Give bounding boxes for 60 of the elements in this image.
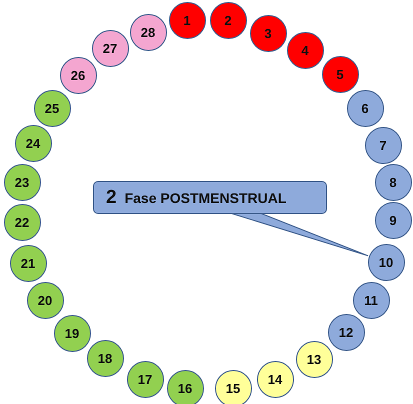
day-number: 7 <box>379 138 387 152</box>
phase-label: Fase POSTMENSTRUAL <box>124 190 286 206</box>
day-number: 1 <box>183 12 191 28</box>
day-number: 4 <box>301 42 309 58</box>
day-number: 16 <box>178 380 192 396</box>
day-circle <box>346 90 384 126</box>
day-circle <box>168 2 206 38</box>
day-circle <box>86 340 124 376</box>
callout-box <box>93 181 327 214</box>
day-number: 27 <box>102 40 118 56</box>
day-number: 23 <box>14 174 30 190</box>
day-number: 18 <box>98 350 112 366</box>
day-number: 8 <box>389 174 397 190</box>
day-circle <box>34 90 70 126</box>
day-circle <box>210 2 246 38</box>
day-circle <box>10 244 46 282</box>
day-number: 5 <box>336 66 344 82</box>
day-circle <box>4 204 40 240</box>
day-number: 20 <box>38 292 52 308</box>
day-circle <box>322 56 358 92</box>
day-number: 12 <box>338 324 354 340</box>
day-circle <box>374 164 412 200</box>
phase-number: 2 <box>106 186 117 208</box>
day-number: 9 <box>389 212 397 228</box>
day-circle <box>296 340 332 378</box>
day-number: 28 <box>140 24 156 40</box>
day-circle <box>214 370 252 404</box>
day-circle <box>328 314 364 350</box>
day-circle <box>60 56 96 94</box>
day-number: 25 <box>44 100 60 116</box>
day-circle <box>256 360 294 398</box>
day-number: 6 <box>361 100 369 116</box>
day-circle <box>364 126 402 164</box>
day-number: 15 <box>226 380 240 396</box>
day-number: 2 <box>224 12 232 28</box>
day-number: 17 <box>138 372 152 386</box>
day-circle <box>4 164 40 200</box>
day-circle <box>92 30 128 66</box>
day-number: 22 <box>14 214 30 230</box>
day-number: 11 <box>364 292 378 308</box>
day-number: 10 <box>378 254 394 270</box>
callout-pointer <box>230 212 369 256</box>
day-circle <box>166 370 204 404</box>
day-number: 3 <box>264 26 272 40</box>
day-circle <box>54 314 90 352</box>
day-number: 14 <box>268 372 282 386</box>
day-number: 24 <box>26 136 40 150</box>
day-circle <box>374 202 412 238</box>
day-number: 19 <box>64 326 80 340</box>
day-circle <box>250 14 286 52</box>
day-circle <box>130 14 166 50</box>
day-number: 13 <box>306 352 322 366</box>
day-circle <box>286 32 324 68</box>
day-circle <box>14 124 52 162</box>
day-circle <box>26 282 64 318</box>
day-circle <box>126 360 164 398</box>
day-circle <box>368 244 404 280</box>
day-circle <box>352 282 390 318</box>
day-number: 21 <box>20 256 36 270</box>
day-number: 26 <box>70 68 86 82</box>
